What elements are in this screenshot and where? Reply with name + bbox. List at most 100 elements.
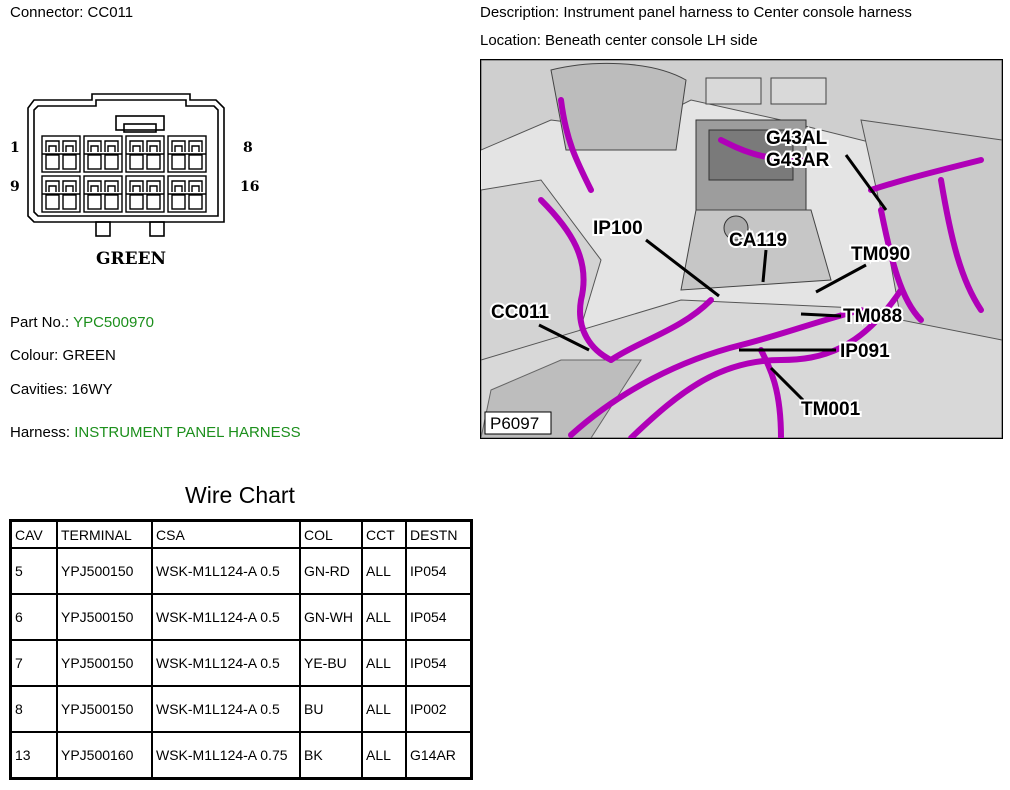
cell-destn: IP002 xyxy=(405,685,473,733)
callout-ip100: IP100 xyxy=(593,218,643,239)
cell-terminal: YPJ500150 xyxy=(56,593,153,641)
cell-destn: IP054 xyxy=(405,593,473,641)
header-destn: DESTN xyxy=(405,519,473,549)
connector-title: Connector: CC011 xyxy=(10,4,134,21)
header-terminal: TERMINAL xyxy=(56,519,153,549)
table-row: 13 YPJ500160 WSK-M1L124-A 0.75 BK ALL G1… xyxy=(9,731,473,780)
callout-tm090: TM090 xyxy=(851,244,910,265)
cell-csa: WSK-M1L124-A 0.5 xyxy=(151,639,301,687)
cell-cct: ALL xyxy=(361,731,407,780)
cell-cct: ALL xyxy=(361,685,407,733)
harness: Harness: INSTRUMENT PANEL HARNESS xyxy=(10,424,301,442)
wire-chart-title: Wire Chart xyxy=(185,482,295,508)
cell-terminal: YPJ500150 xyxy=(56,685,153,733)
cell-col: BU xyxy=(299,685,363,733)
terminal-slot xyxy=(104,140,119,152)
terminal-slot xyxy=(62,180,77,192)
cell-terminal: YPJ500160 xyxy=(56,731,153,780)
table-row: 7 YPJ500150 WSK-M1L124-A 0.5 YE-BU ALL I… xyxy=(9,639,473,687)
terminal-slot xyxy=(45,180,60,192)
callout-g43al: G43AL xyxy=(766,128,828,149)
terminal-slot xyxy=(104,180,119,192)
terminal-box xyxy=(146,194,161,210)
cell-cav: 5 xyxy=(9,547,58,595)
cavities-text: Cavities: 16WY xyxy=(10,381,113,398)
terminal-box xyxy=(171,154,186,170)
callout-tm088: TM088 xyxy=(843,306,902,327)
callout-cc011: CC011 xyxy=(491,302,550,323)
location-text: Location: Beneath center console LH side xyxy=(480,32,758,49)
header-cav: CAV xyxy=(9,519,58,549)
cell-col: BK xyxy=(299,731,363,780)
pin-9-label: 9 xyxy=(10,179,20,195)
cell-csa: WSK-M1L124-A 0.5 xyxy=(151,685,301,733)
description-text: Description: Instrument panel harness to… xyxy=(480,4,912,21)
part-number-label: Part No.: xyxy=(10,314,70,331)
cell-destn: IP054 xyxy=(405,547,473,595)
cell-col: GN-WH xyxy=(299,593,363,641)
terminal-slot xyxy=(171,180,186,192)
pin-8-label: 8 xyxy=(243,140,253,156)
cell-cct: ALL xyxy=(361,547,407,595)
terminal-slot xyxy=(129,180,144,192)
cell-cav: 13 xyxy=(9,731,58,780)
colour-text: Colour: GREEN xyxy=(10,347,116,364)
terminal-box xyxy=(104,194,119,210)
harness-value: INSTRUMENT PANEL HARNESS xyxy=(74,424,301,441)
callout-ip091: IP091 xyxy=(840,341,890,362)
terminal-box xyxy=(188,154,203,170)
pin-1-label: 1 xyxy=(10,140,20,156)
callout-tm001: TM001 xyxy=(801,399,861,420)
table-header-row: CAV TERMINAL CSA COL CCT DESTN xyxy=(9,519,473,549)
connector-face-drawing: 1 8 9 16 GREEN xyxy=(10,93,259,269)
header-csa: CSA xyxy=(151,519,301,549)
cell-cct: ALL xyxy=(361,639,407,687)
colour-label: GREEN xyxy=(96,249,166,269)
part-number: Part No.: YPC500970 xyxy=(10,314,154,332)
cell-terminal: YPJ500150 xyxy=(56,547,153,595)
cell-csa: WSK-M1L124-A 0.5 xyxy=(151,593,301,641)
cell-cav: 7 xyxy=(9,639,58,687)
terminal-slot xyxy=(129,140,144,152)
harness-label: Harness: xyxy=(10,424,71,441)
terminal-slot xyxy=(146,180,161,192)
terminal-box xyxy=(171,194,186,210)
cell-col: YE-BU xyxy=(299,639,363,687)
terminal-box xyxy=(62,194,77,210)
header-col: COL xyxy=(299,519,363,549)
cell-cct: ALL xyxy=(361,593,407,641)
terminal-slot xyxy=(62,140,77,152)
terminal-box xyxy=(87,154,102,170)
callout-g43ar: G43AR xyxy=(766,150,830,171)
terminal-slot xyxy=(45,140,60,152)
terminal-box xyxy=(45,194,60,210)
terminal-slot xyxy=(146,140,161,152)
wire-chart-table: CAV TERMINAL CSA COL CCT DESTN 5 YPJ5001… xyxy=(9,519,473,780)
terminal-slot xyxy=(87,180,102,192)
terminal-slot xyxy=(188,140,203,152)
table-row: 6 YPJ500150 WSK-M1L124-A 0.5 GN-WH ALL I… xyxy=(9,593,473,641)
cell-destn: G14AR xyxy=(405,731,473,780)
terminal-box xyxy=(188,194,203,210)
header-cct: CCT xyxy=(361,519,407,549)
cell-cav: 6 xyxy=(9,593,58,641)
cell-destn: IP054 xyxy=(405,639,473,687)
terminal-box xyxy=(87,194,102,210)
terminal-box xyxy=(146,154,161,170)
part-number-value: YPC500970 xyxy=(73,314,154,331)
table-row: 5 YPJ500150 WSK-M1L124-A 0.5 GN-RD ALL I… xyxy=(9,547,473,595)
terminal-box xyxy=(129,154,144,170)
terminal-box xyxy=(104,154,119,170)
location-photo: G43AL G43AR IP100 CA119 TM090 CC011 TM08… xyxy=(480,59,1003,439)
cell-cav: 8 xyxy=(9,685,58,733)
terminal-box xyxy=(45,154,60,170)
terminal-box xyxy=(129,194,144,210)
cell-csa: WSK-M1L124-A 0.75 xyxy=(151,731,301,780)
cell-terminal: YPJ500150 xyxy=(56,639,153,687)
callout-ca119: CA119 xyxy=(729,230,787,251)
terminal-box xyxy=(62,154,77,170)
cell-csa: WSK-M1L124-A 0.5 xyxy=(151,547,301,595)
terminal-slot xyxy=(171,140,186,152)
terminal-slot xyxy=(188,180,203,192)
cell-col: GN-RD xyxy=(299,547,363,595)
